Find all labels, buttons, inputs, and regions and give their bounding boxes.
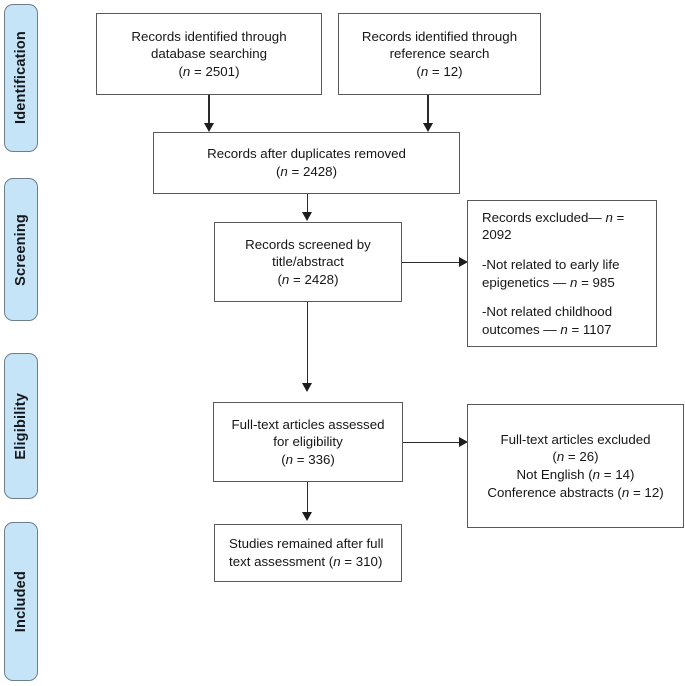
box-database-search-line1: Records identified through (131, 28, 287, 44)
box-fulltext-excluded-line1: Full-text articles excluded (500, 431, 651, 447)
phase-label-screening: Screening (4, 178, 38, 321)
phase-label-included: Included (4, 522, 38, 681)
box-studies-remained-line2-pre: text assessment ( (229, 554, 334, 569)
box-fulltext-excluded-line2: (n = 26) (552, 449, 599, 465)
phase-label-identification: Identification (4, 4, 38, 152)
box-records-excluded-heading-text: Records excluded— (482, 209, 606, 225)
box-records-screened-count-value: 2428 (304, 271, 335, 287)
phase-label-included-text: Included (12, 570, 29, 633)
box-duplicates-removed-count: (n = 2428) (275, 164, 338, 179)
connector-duplicates-to-screened (306, 194, 309, 213)
connector-fulltext-to-excluded (403, 441, 460, 444)
arrowhead-reference-to-duplicates (422, 123, 433, 132)
box-database-search-count: (n = 2501) (178, 63, 240, 79)
box-fulltext-excluded-line3-n-symbol: n (592, 467, 601, 482)
connector-reference-to-duplicates (427, 95, 429, 124)
phase-label-eligibility: Eligibility (4, 353, 38, 499)
arrowhead-duplicates-to-screened (302, 212, 312, 221)
box-fulltext-excluded: Full-text articles excluded (n = 26) Not… (467, 404, 684, 528)
box-fulltext-excluded-line4-value: = 12) (629, 484, 664, 500)
box-studies-remained-line1: Studies remained after full (229, 536, 384, 552)
box-fulltext-assessed-line2: for eligibility (273, 434, 343, 450)
box-records-excluded-reason-2: -Not related childhood outcomes — n = 11… (482, 303, 646, 338)
box-duplicates-removed-n-symbol: n (280, 164, 288, 179)
box-records-screened-line2: title/abstract (272, 254, 344, 270)
box-database-search-line2: database searching (150, 46, 268, 62)
box-fulltext-excluded-line4-n-symbol: n (621, 484, 630, 500)
connector-fulltext-to-studies (306, 482, 309, 513)
box-database-search-n-symbol: n (182, 63, 191, 79)
box-fulltext-excluded-line3-pre: Not English ( (516, 467, 593, 482)
arrowhead-fulltext-to-excluded (459, 437, 468, 447)
connector-screened-to-fulltext (306, 302, 309, 384)
box-reference-search-count: (n = 12) (416, 63, 463, 79)
box-fulltext-excluded-line3: Not English (n = 14) (517, 466, 635, 484)
arrowhead-fulltext-to-studies (302, 512, 312, 521)
box-records-screened-line1: Records screened by (245, 236, 371, 252)
phase-label-eligibility-text: Eligibility (12, 392, 29, 460)
box-records-excluded-heading-n-symbol: n (605, 209, 613, 225)
box-records-screened-count: (n = 2428) (277, 271, 339, 287)
box-records-excluded: Records excluded— n = 2092 -Not related … (467, 200, 657, 347)
connector-database-to-duplicates (208, 95, 210, 124)
box-duplicates-removed: Records after duplicates removed (n = 24… (153, 132, 460, 194)
box-fulltext-assessed-count: (n = 336) (281, 451, 335, 467)
arrowhead-database-to-duplicates (203, 123, 214, 132)
box-records-excluded-reason-1: -Not related to early life epigenetics —… (482, 256, 646, 291)
box-studies-remained-line2-value: = 310) (340, 554, 383, 569)
box-records-excluded-reason-1-n-symbol: n (569, 274, 578, 290)
box-fulltext-assessed-n-symbol: n (285, 451, 294, 467)
box-reference-search-n-symbol: n (420, 63, 429, 79)
box-duplicates-removed-line1: Records after duplicates removed (207, 146, 406, 162)
box-fulltext-assessed-count-value: 336 (308, 451, 331, 467)
box-reference-search: Records identified through reference sea… (338, 13, 541, 95)
arrowhead-screened-to-excluded (459, 257, 468, 267)
phase-label-screening-text: Screening (12, 213, 29, 286)
phase-label-identification-text: Identification (12, 31, 29, 125)
box-studies-remained-n-symbol: n (333, 554, 341, 569)
box-records-excluded-reason-1-value: = 985 (577, 274, 615, 290)
box-records-screened-n-symbol: n (281, 271, 290, 287)
box-reference-search-line1: Records identified through (361, 28, 518, 44)
connector-screened-to-excluded (402, 261, 460, 264)
box-database-search-count-eq: = (190, 63, 206, 79)
arrowhead-screened-to-fulltext (302, 383, 312, 392)
box-fulltext-excluded-line2-value: = 26 (564, 449, 595, 465)
box-duplicates-removed-count-value: 2428 (302, 164, 333, 179)
box-records-excluded-heading: Records excluded— n = 2092 (482, 209, 646, 244)
box-database-search: Records identified through database sear… (96, 13, 322, 95)
box-fulltext-excluded-line2-n-symbol: n (556, 449, 565, 465)
box-fulltext-assessed: Full-text articles assessed for eligibil… (213, 402, 403, 482)
box-records-screened: Records screened by title/abstract (n = … (214, 222, 402, 302)
box-reference-search-line2: reference search (389, 46, 490, 62)
box-fulltext-assessed-line1: Full-text articles assessed (231, 416, 385, 432)
box-records-excluded-reason-2-text: -Not related childhood outcomes — (482, 304, 613, 337)
box-fulltext-excluded-line4: Conference abstracts (n = 12) (487, 484, 663, 502)
box-fulltext-excluded-line4-pre: Conference abstracts ( (487, 484, 622, 500)
box-records-excluded-reason-2-value: = 1107 (567, 321, 612, 337)
box-studies-remained: Studies remained after full text assessm… (214, 524, 402, 582)
box-reference-search-count-value: 12 (443, 63, 459, 79)
box-records-excluded-reason-1-text: -Not related to early life epigenetics — (482, 256, 620, 290)
box-records-excluded-reason-2-n-symbol: n (560, 321, 568, 337)
box-fulltext-excluded-line3-value: = 14) (600, 467, 635, 482)
box-database-search-count-value: 2501 (205, 63, 236, 79)
box-records-excluded-heading-value: = 2092 (482, 209, 625, 243)
box-studies-remained-line2: text assessment (n = 310) (229, 553, 382, 571)
